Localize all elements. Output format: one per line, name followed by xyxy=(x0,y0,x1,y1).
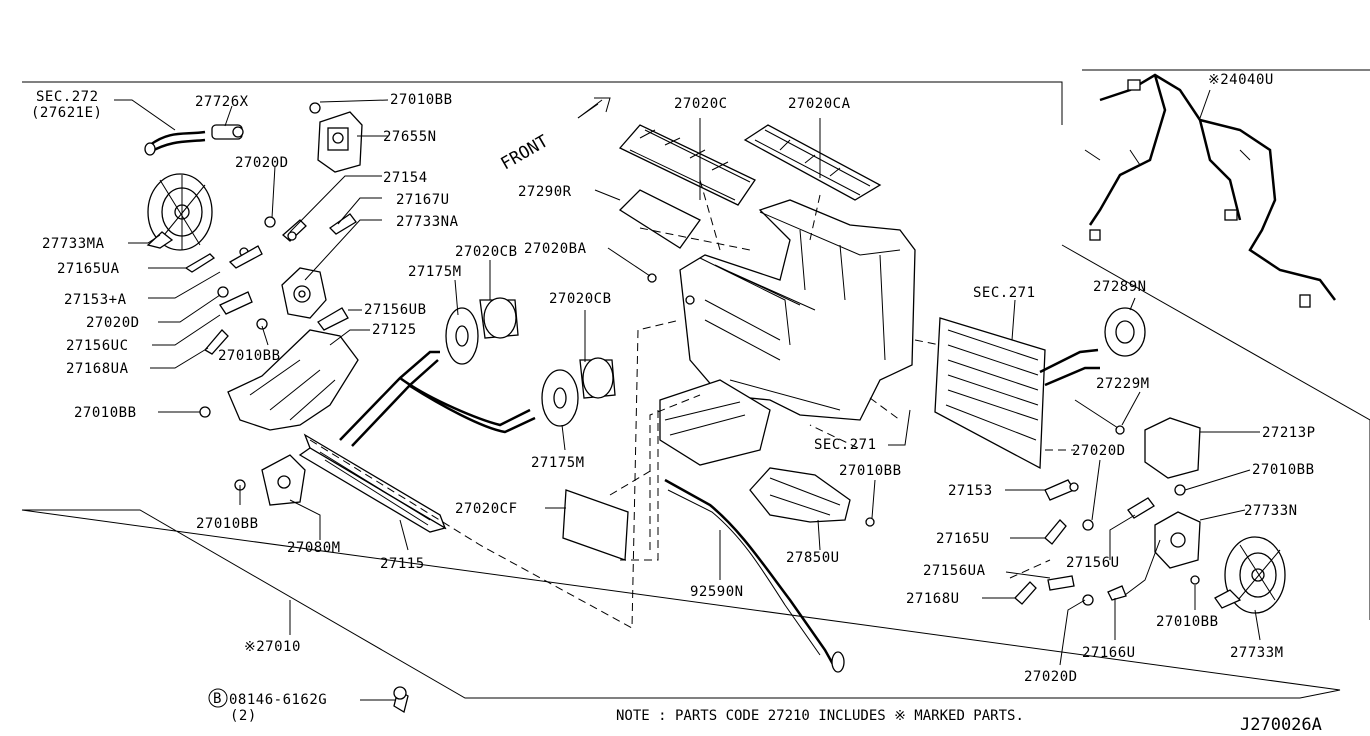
duct-27125 xyxy=(199,329,359,431)
label-27167u: 27167U xyxy=(396,192,450,208)
sheet-27290r xyxy=(618,189,701,249)
hvac-housing xyxy=(647,199,916,466)
sensor-27165u xyxy=(1044,519,1094,545)
sensor-27165ua xyxy=(184,245,263,273)
connector-27156uc xyxy=(203,286,349,355)
blower-motor-27733ma xyxy=(146,173,213,251)
label-27020cb-a: 27020CB xyxy=(455,244,518,260)
label-bolt-b: B xyxy=(213,691,222,707)
actuator-27733na xyxy=(281,267,327,319)
fan-27175m-upper xyxy=(445,297,519,365)
bolt-08146 xyxy=(393,686,409,714)
label-27020d-b: 27020D xyxy=(86,315,140,331)
label-27020d-a: 27020D xyxy=(235,155,289,171)
motor-27655n xyxy=(309,102,363,173)
label-27020cf: 27020CF xyxy=(455,501,518,517)
label-27175m-b: 27175M xyxy=(531,455,585,471)
label-27020d-d: 27020D xyxy=(1024,669,1078,685)
label-27850u: 27850U xyxy=(786,550,840,566)
label-27010bb-g: 27010BB xyxy=(1156,614,1219,630)
label-27213p: 27213P xyxy=(1262,425,1316,441)
label-27156uc: 27156UC xyxy=(66,338,129,354)
label-27154: 27154 xyxy=(383,170,428,186)
label-27156ua: 27156UA xyxy=(923,563,986,579)
fan-27175m-lower xyxy=(541,357,616,427)
label-27229m: 27229M xyxy=(1096,376,1150,392)
label-92590n: 92590N xyxy=(690,584,744,600)
label-27153: 27153 xyxy=(948,483,993,499)
pipe-92590n xyxy=(664,478,845,673)
label-front: FRONT xyxy=(498,131,552,174)
label-27010-star: ※27010 xyxy=(244,639,301,655)
label-27165u: 27165U xyxy=(936,531,990,547)
grommet-27289n xyxy=(1104,307,1146,357)
label-sec272: SEC.272 xyxy=(36,89,99,105)
label-27165ua: 27165UA xyxy=(57,261,120,277)
label-27010bb-f: 27010BB xyxy=(1252,462,1315,478)
label-27020c: 27020C xyxy=(674,96,728,112)
connectors-27156ua xyxy=(1014,575,1127,606)
label-27010bb-d: 27010BB xyxy=(196,516,259,532)
label-27175m-a: 27175M xyxy=(408,264,462,280)
note-text: NOTE : PARTS CODE 27210 INCLUDES ※ MARKE… xyxy=(616,708,1024,724)
filter-27020cf xyxy=(562,489,629,561)
duct-27850u xyxy=(749,467,875,527)
label-27733na: 27733NA xyxy=(396,214,459,230)
label-27153a: 27153+A xyxy=(64,292,127,308)
label-27010bb-a: 27010BB xyxy=(390,92,453,108)
actuator-27733n xyxy=(1124,511,1201,596)
label-27733n: 27733N xyxy=(1244,503,1298,519)
evaporator xyxy=(934,317,1100,470)
label-27733m: 27733M xyxy=(1230,645,1284,661)
label-27020cb-b: 27020CB xyxy=(549,291,612,307)
blower-motor-27733m xyxy=(1214,536,1286,614)
label-27010bb-c: 27010BB xyxy=(74,405,137,421)
front-arrow xyxy=(577,97,611,119)
assembly-outline xyxy=(21,81,1370,699)
label-27168ua: 27168UA xyxy=(66,361,129,377)
assembly-dashed-lines xyxy=(309,179,1075,629)
heater-core-27115 xyxy=(298,350,536,533)
label-27726x: 27726X xyxy=(195,94,249,110)
label-27010bb-e: 27010BB xyxy=(839,463,902,479)
label-bolt-qty: (2) xyxy=(230,708,257,724)
label-24040u: ※24040U xyxy=(1208,72,1274,88)
label-sec272-sub: (27621E) xyxy=(31,105,102,121)
label-27020ba: 27020BA xyxy=(524,241,587,257)
sensor-27154 xyxy=(264,213,357,242)
label-27289n: 27289N xyxy=(1093,279,1147,295)
screw-27229m xyxy=(1074,399,1125,435)
label-27020ca: 27020CA xyxy=(788,96,851,112)
label-27290r: 27290R xyxy=(518,184,572,200)
actuator-27213p xyxy=(1144,417,1201,496)
drawing-code: J270026A xyxy=(1240,715,1322,735)
leader-lines xyxy=(114,89,1261,701)
label-bolt-code: 08146-6162G xyxy=(229,692,327,708)
label-sec271-b: SEC.271 xyxy=(814,437,877,453)
label-27156u: 27156U xyxy=(1066,555,1120,571)
sensor-27153 xyxy=(1044,479,1079,501)
label-27655n: 27655N xyxy=(383,129,437,145)
actuator-27080m xyxy=(234,454,306,506)
label-27156ub: 27156UB xyxy=(364,302,427,318)
label-27733ma: 27733MA xyxy=(42,236,105,252)
label-27080m: 27080M xyxy=(287,540,341,556)
label-27168u: 27168U xyxy=(906,591,960,607)
label-27115: 27115 xyxy=(380,556,425,572)
label-27010bb-b: 27010BB xyxy=(218,348,281,364)
label-sec271-a: SEC.271 xyxy=(973,285,1036,301)
label-27020d-c: 27020D xyxy=(1072,443,1126,459)
harness-24040u xyxy=(1084,73,1336,308)
filter-27020c xyxy=(618,124,756,206)
connector-27156u xyxy=(1127,497,1155,519)
label-27166u: 27166U xyxy=(1082,645,1136,661)
filter-27020ca xyxy=(743,124,882,201)
hose-27726x xyxy=(144,124,244,156)
bolt-b-circle xyxy=(208,688,228,708)
label-27125: 27125 xyxy=(372,322,417,338)
